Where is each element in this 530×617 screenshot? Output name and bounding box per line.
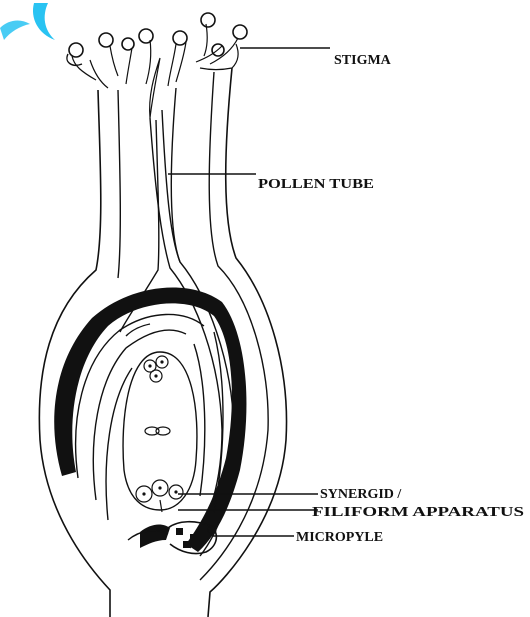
pollen-grain: [233, 25, 247, 39]
label-stigma: STIGMA: [334, 53, 392, 68]
polar-nuclei: [145, 427, 170, 435]
pollen-grain: [201, 13, 215, 27]
label-synergid: SYNERGID /: [320, 487, 402, 502]
ovule-layers: [76, 314, 223, 520]
embryo-sac: [123, 352, 197, 512]
watermark-logo: [0, 3, 55, 40]
label-pollen-tube: POLLEN TUBE: [258, 177, 374, 192]
label-micropyle: MICROPYLE: [296, 530, 383, 545]
label-filiform-apparatus: FILIFORM APPARATUS: [312, 505, 524, 520]
integument: [54, 287, 246, 552]
stigma: [67, 13, 247, 118]
pollen-grain: [173, 31, 187, 45]
pollen-grain: [99, 33, 113, 47]
egg-apparatus: [136, 480, 183, 512]
pollen-grain: [69, 43, 83, 57]
pollen-grain: [139, 29, 153, 43]
pollen-grain: [122, 38, 134, 50]
antipodal-cells: [144, 356, 168, 382]
